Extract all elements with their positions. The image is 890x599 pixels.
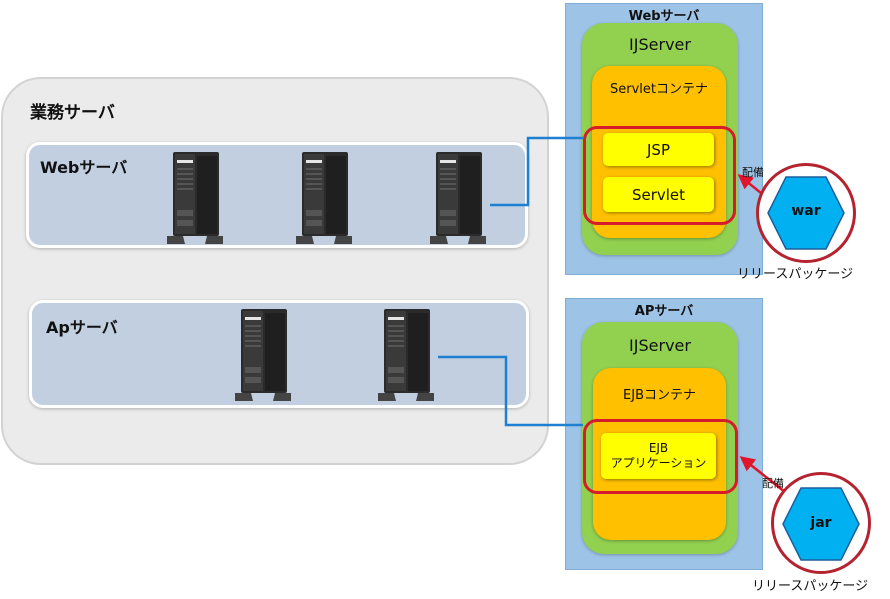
- web-tier-label: Webサーバ: [40, 158, 128, 177]
- web-server-panel-title: Webサーバ: [628, 9, 700, 24]
- server-tower-icon: [430, 152, 486, 244]
- server-tower-icon: [378, 309, 434, 401]
- jar-release-package-caption: リリースパッケージ: [752, 579, 869, 594]
- server-tower-icon: [296, 152, 352, 244]
- ap-tier-label: Apサーバ: [46, 318, 118, 337]
- jar-package-label: jar: [810, 515, 832, 531]
- ejb-application-component: EJB アプリケーション: [601, 433, 716, 479]
- servlet-component: Servlet: [603, 177, 714, 212]
- war-hexagon-icon: [767, 176, 845, 250]
- jar-hexagon-icon: [782, 487, 860, 561]
- ap-server-panel-title: APサーバ: [634, 304, 694, 319]
- web-deploy-target-highlight: [583, 126, 736, 225]
- business-server-title: 業務サーバ: [30, 103, 115, 123]
- war-deploy-label: 配備: [742, 166, 764, 179]
- war-package-label: war: [791, 203, 821, 219]
- ap-ijserver-title: IJServer: [629, 336, 691, 355]
- ejb-label-line1: EJB: [648, 441, 669, 455]
- ejb-label-line2: アプリケーション: [610, 456, 707, 470]
- jar-deploy-label: 配備: [762, 477, 784, 490]
- ap-connector-line: [438, 355, 583, 427]
- server-tower-icon: [235, 309, 291, 401]
- war-release-package-caption: リリースパッケージ: [737, 267, 854, 282]
- ap-deploy-target-highlight: [583, 419, 738, 494]
- web-connector-line: [490, 136, 583, 207]
- web-ijserver-title: IJServer: [629, 35, 691, 54]
- server-tower-icon: [167, 152, 223, 244]
- jsp-component: JSP: [603, 133, 714, 166]
- ejb-container-title: EJBコンテナ: [623, 388, 696, 403]
- servlet-container-title: Servletコンテナ: [610, 82, 708, 97]
